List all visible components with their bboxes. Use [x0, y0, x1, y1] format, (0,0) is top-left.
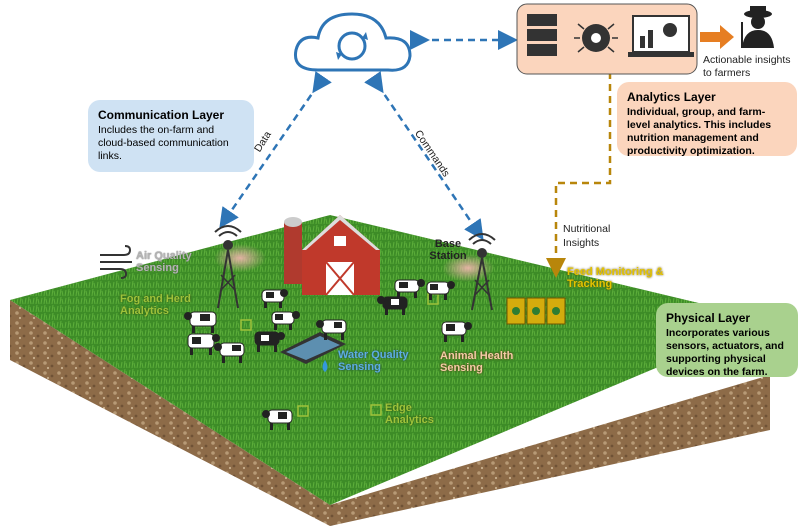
actionable-arrow — [700, 25, 734, 49]
air-quality-label: Air Quality Sensing — [136, 250, 192, 274]
animal-health-label: Animal Health Sensing — [440, 350, 514, 374]
fog-herd-label: Fog and Herd Analytics — [120, 293, 191, 317]
nutritional-link — [546, 72, 612, 278]
cow-icon — [184, 279, 472, 430]
data-link — [219, 71, 332, 229]
analytics-layer-title: Analytics Layer — [627, 90, 716, 104]
base-station-label: Base Station — [429, 238, 467, 262]
communication-layer-desc: Includes the on-farm and cloud-based com… — [98, 124, 229, 162]
server-analytics-icon — [516, 3, 698, 75]
edge-analytics-label: Edge Analytics — [385, 402, 434, 426]
communication-layer-title: Communication Layer — [98, 108, 225, 122]
analytics-layer-box: Analytics Layer Individual, group, and f… — [617, 82, 797, 157]
physical-layer-title: Physical Layer — [666, 311, 751, 325]
antenna-icon — [442, 233, 496, 311]
grass-field — [10, 215, 770, 505]
farmer-icon — [741, 6, 774, 48]
feed-bin-icon — [506, 297, 566, 325]
soil-block — [10, 300, 770, 526]
water-quality-label: Water Quality Sensing — [338, 349, 409, 373]
actionable-insights-label: Actionable insights to farmers — [703, 54, 791, 79]
communication-layer-box: Communication Layer Includes the on-farm… — [88, 100, 254, 172]
antenna-icon — [214, 225, 266, 309]
nutritional-insights-label: Nutritional Insights — [563, 223, 611, 249]
water-trough — [280, 332, 346, 364]
wind-icon — [100, 245, 132, 279]
physical-layer-box: Physical Layer Incorporates various sens… — [656, 303, 798, 378]
analytics-layer-desc: Individual, group, and farm-level analyt… — [627, 106, 772, 157]
commands-link — [364, 71, 484, 241]
silo-icon — [284, 217, 302, 284]
barn-icon — [302, 215, 380, 296]
cloud-sync-icon — [293, 12, 412, 72]
water-drop-icon — [322, 360, 328, 372]
feed-monitoring-label: Feed Monitoring & Tracking — [567, 266, 664, 290]
physical-layer-desc: Incorporates various sensors, actuators,… — [666, 327, 784, 378]
